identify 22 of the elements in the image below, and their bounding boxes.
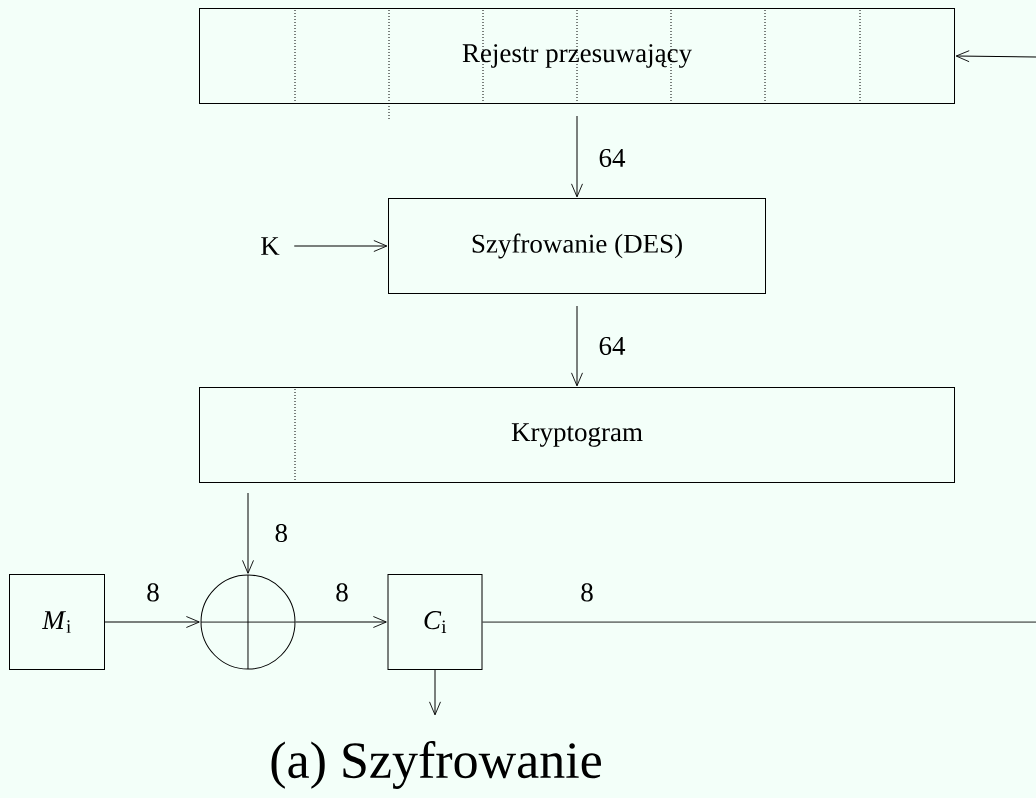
encryption-box: Szyfrowanie (DES)	[388, 198, 766, 294]
edge-label: 64	[599, 148, 626, 168]
arrow	[429, 669, 441, 716]
arrow	[955, 50, 1036, 63]
edge-label: 64	[599, 336, 626, 356]
shift-register-box: Rejestr przesuwający	[199, 8, 955, 104]
edge-label: 8	[147, 583, 159, 602]
message-box: M$_{i}$	[9, 574, 105, 670]
arrow	[242, 492, 254, 574]
cipher-box: C$_{i}$	[387, 574, 483, 670]
ciphertext-box: Kryptogram	[199, 387, 955, 483]
arrow	[293, 240, 388, 252]
arrow	[571, 305, 583, 387]
edge-label: 8	[336, 583, 348, 602]
arrow	[571, 115, 583, 198]
arrow	[104, 616, 200, 628]
input-label: K	[261, 237, 280, 255]
xor-circle	[200, 574, 296, 670]
caption: (a) Szyfrowanie	[271, 741, 601, 789]
arrow	[295, 616, 387, 628]
edge-label: 8	[581, 583, 593, 602]
edge-label: 8	[275, 523, 287, 543]
